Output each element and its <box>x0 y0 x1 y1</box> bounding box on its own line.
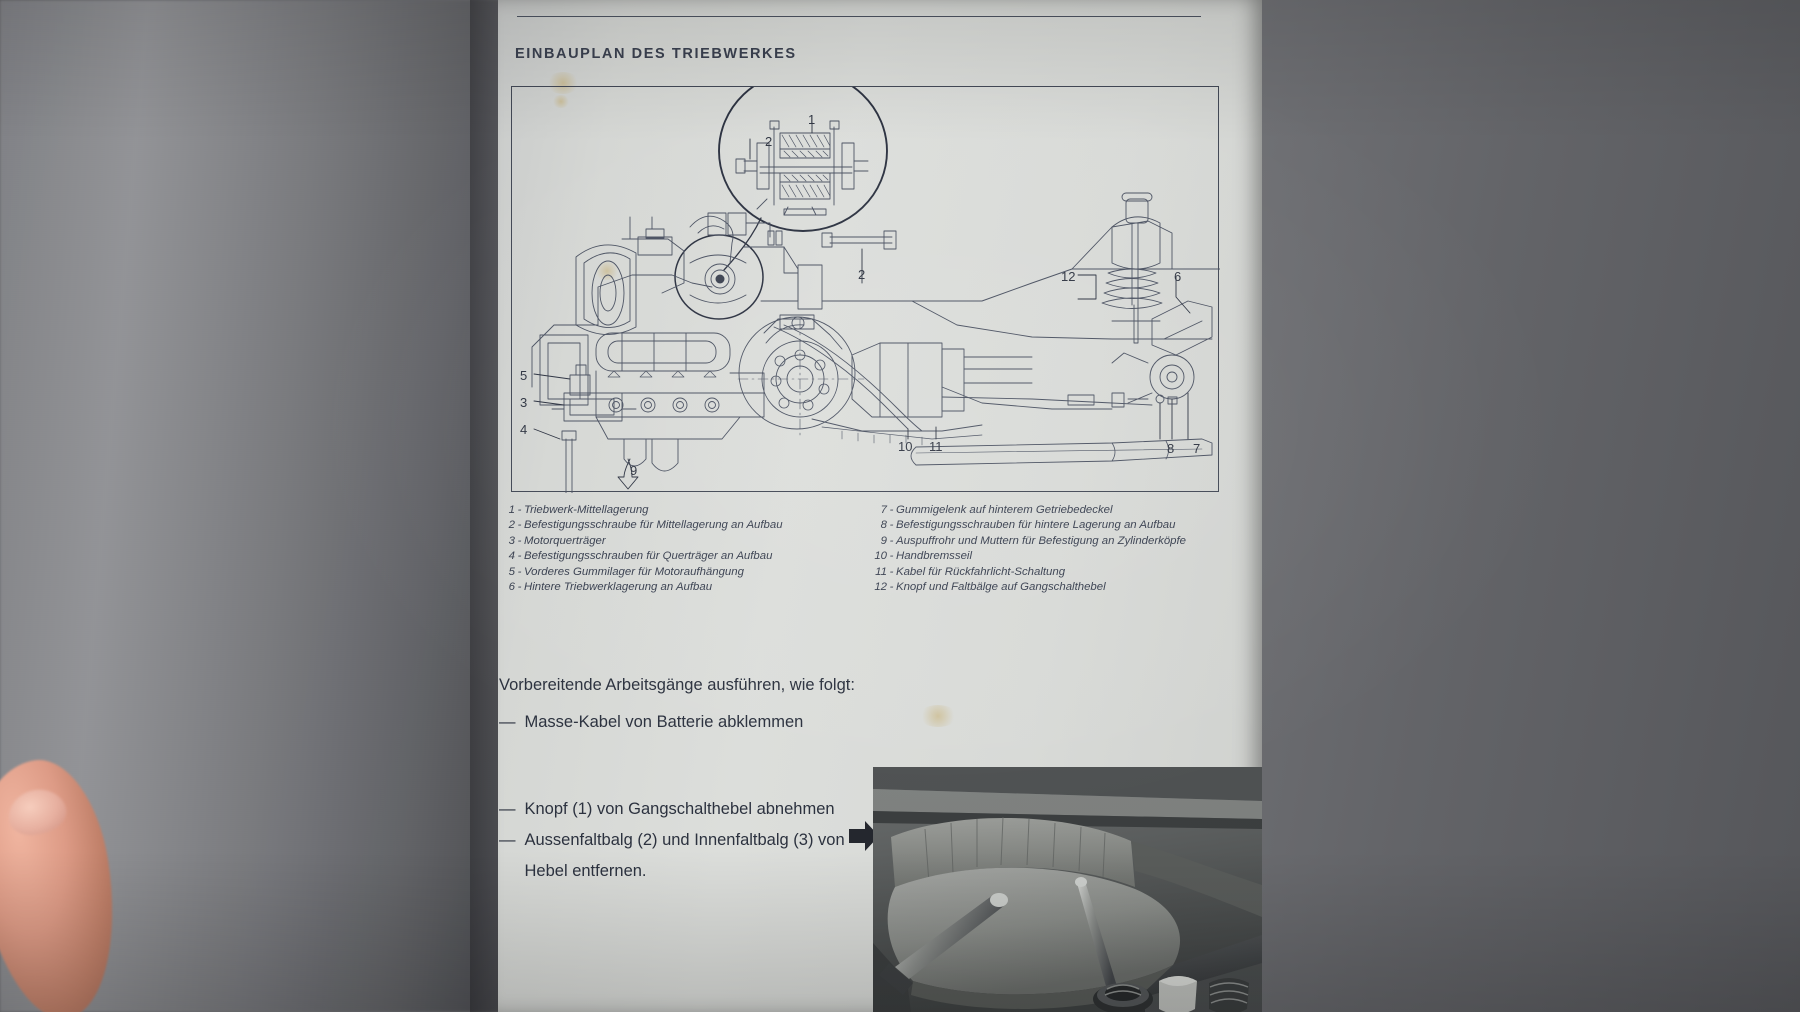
procedure-lead: Vorbereitende Arbeitsgänge ausführen, wi… <box>499 676 855 694</box>
legend-text: Gummigelenk auf hinterem Getriebedeckel <box>896 504 1113 516</box>
figure-callout-7: 7 <box>1193 441 1201 456</box>
legend-item: 3 - Motorquerträger <box>500 534 880 549</box>
legend-separator: - <box>517 565 522 578</box>
legend-column-right: 7 - Gummigelenk auf hinterem Getriebedec… <box>872 503 1262 595</box>
procedure-spacer <box>499 738 859 794</box>
legend-number: 2 <box>508 519 515 532</box>
legend-text: Hintere Triebwerklagerung an Aufbau <box>524 581 713 594</box>
legend-number: 5 <box>508 565 515 578</box>
legend-item: 10 - Handbremsseil <box>872 549 1262 564</box>
procedure-item: — Knopf (1) von Gangschalthebel abnehmen <box>499 794 859 825</box>
legend-separator: - <box>889 550 894 563</box>
einbauplan-triebwerk-drawing <box>531 87 1220 493</box>
legend-item: 4 - Befestigungsschrauben für Querträger… <box>500 549 880 564</box>
legend-number: 8 <box>880 519 887 532</box>
legend-text: Befestigungsschrauben für Querträger an … <box>524 550 773 563</box>
procedure-item-text: Knopf (1) von Gangschalthebel abnehmen <box>524 800 835 818</box>
legend-number: 11 <box>875 565 887 578</box>
legend-separator: - <box>889 581 894 594</box>
figure-callout-6: 6 <box>1174 269 1182 284</box>
legend-item: 5 - Vorderes Gummilager für Motoraufhäng… <box>500 565 880 580</box>
legend-item: 7 - Gummigelenk auf hinterem Getriebedec… <box>872 503 1262 518</box>
figure-callout-4: 4 <box>520 422 528 437</box>
legend-text: Triebwerk-Mittellagerung <box>524 504 649 516</box>
legend-separator: - <box>889 519 894 532</box>
list-dash: — <box>499 831 516 849</box>
legend-separator: - <box>517 534 522 547</box>
legend-number: 12 <box>874 581 887 594</box>
legend-separator: - <box>889 504 894 516</box>
figure-callout-1: 1 <box>808 112 816 127</box>
legend-number: 4 <box>508 550 515 563</box>
legend-item: 12 - Knopf und Faltbälge auf Gangschalth… <box>872 580 1262 595</box>
legend-text: Motorquerträger <box>524 534 606 547</box>
legend-separator: - <box>517 550 522 563</box>
legend-separator: - <box>889 565 894 578</box>
legend-item: 6 - Hintere Triebwerklagerung an Aufbau <box>500 580 880 595</box>
legend-number: 7 <box>880 504 887 516</box>
right-arrow-icon <box>849 821 879 851</box>
legend-column-left: 1 - Triebwerk-Mittellagerung 2 - Befesti… <box>500 503 880 595</box>
figure-legend: 1 - Triebwerk-Mittellagerung 2 - Befesti… <box>498 503 1262 598</box>
desk-background-right <box>1262 0 1800 1012</box>
figure-callout-3: 3 <box>520 395 528 410</box>
photo-content <box>873 767 1262 1012</box>
legend-text: Knopf und Faltbälge auf Gangschalthebel <box>896 581 1106 594</box>
legend-number: 6 <box>508 581 515 594</box>
legend-text: Kabel für Rückfahrlicht-Schaltung <box>896 565 1066 578</box>
procedure-item: — Aussenfaltbalg (2) und Innenfaltbalg (… <box>499 825 859 887</box>
gangschalthebel-photo <box>873 767 1262 1012</box>
legend-number: 10 <box>874 550 887 563</box>
figure-frame: 1 2 2 12 6 5 3 4 10 11 9 8 7 <box>511 86 1220 493</box>
legend-number: 1 <box>508 504 515 516</box>
page-title: EINBAUPLAN DES TRIEBWERKES <box>515 46 797 62</box>
legend-item: 2 - Befestigungsschraube für Mittellager… <box>500 518 880 533</box>
legend-item: 9 - Auspuffrohr und Muttern für Befestig… <box>872 534 1262 549</box>
legend-number: 9 <box>880 534 887 547</box>
legend-text: Handbremsseil <box>896 550 972 563</box>
figure-callout-2a: 2 <box>765 134 773 149</box>
procedure-item-text: Masse-Kabel von Batterie abklemmen <box>524 713 804 731</box>
procedure-item-text: Aussenfaltbalg (2) und Innenfaltbalg (3)… <box>524 831 845 880</box>
legend-text: Vorderes Gummilager für Motoraufhängung <box>524 565 744 578</box>
legend-text: Befestigungsschrauben für hintere Lageru… <box>896 519 1176 532</box>
legend-separator: - <box>889 534 894 547</box>
legend-text: Auspuffrohr und Muttern für Befestigung … <box>896 534 1186 547</box>
legend-separator: - <box>517 581 522 594</box>
figure-callout-2b: 2 <box>858 267 866 282</box>
facing-page-left <box>0 0 505 1012</box>
figure-callout-9: 9 <box>630 463 638 478</box>
figure-callout-8: 8 <box>1167 441 1175 456</box>
legend-item: 8 - Befestigungsschrauben für hintere La… <box>872 518 1262 533</box>
figure-callout-12: 12 <box>1061 269 1076 284</box>
figure-callout-10: 10 <box>898 439 913 454</box>
list-dash: — <box>499 713 516 731</box>
legend-item: 1 - Triebwerk-Mittellagerung <box>500 503 880 518</box>
legend-separator: - <box>517 519 522 532</box>
legend-item: 11 - Kabel für Rückfahrlicht-Schaltung <box>872 565 1262 580</box>
legend-number: 3 <box>508 534 515 547</box>
header-rule <box>517 16 1201 17</box>
procedure-block: Vorbereitende Arbeitsgänge ausführen, wi… <box>499 670 859 887</box>
paper-stain <box>918 705 958 727</box>
legend-text: Befestigungsschraube für Mittellagerung … <box>524 519 783 532</box>
procedure-item: — Masse-Kabel von Batterie abklemmen <box>499 707 859 738</box>
list-dash: — <box>499 800 516 818</box>
figure-callout-11: 11 <box>929 439 943 454</box>
legend-separator: - <box>517 504 522 516</box>
figure-callout-5: 5 <box>520 368 528 383</box>
